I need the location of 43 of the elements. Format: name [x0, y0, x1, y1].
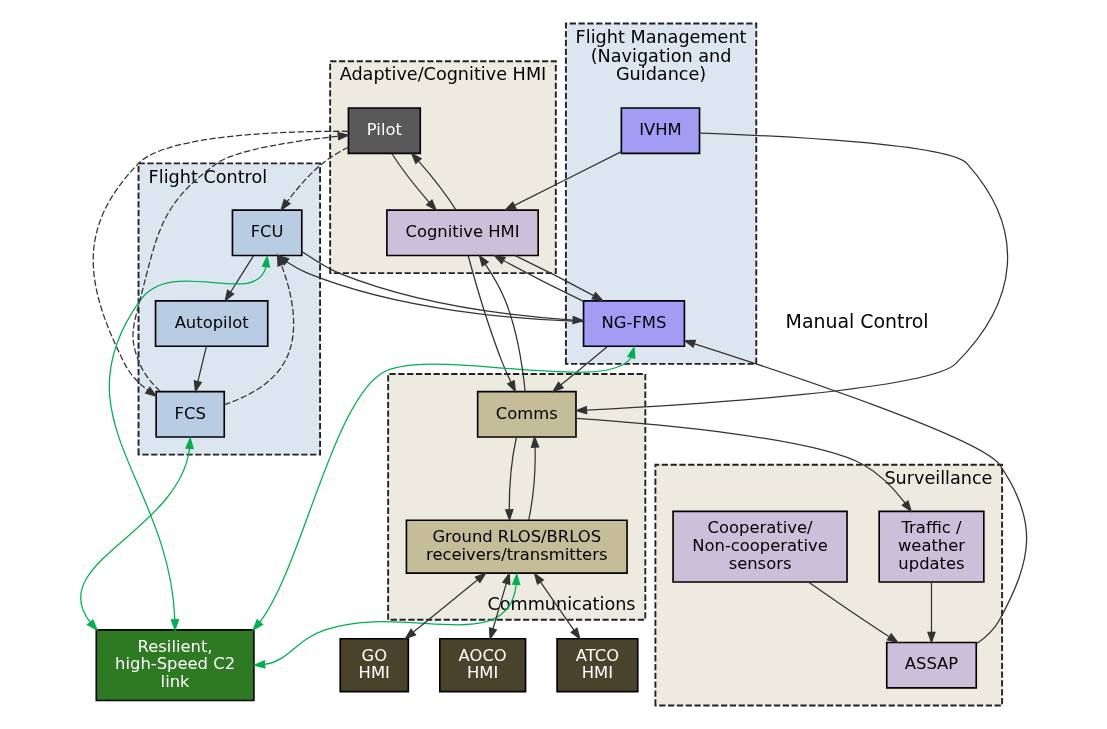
arrow	[108, 254, 271, 632]
arrow	[575, 417, 913, 513]
label: Manual Control	[785, 309, 929, 332]
arrow	[528, 435, 540, 521]
arrow	[682, 339, 1028, 645]
arrow	[533, 572, 581, 641]
arrow	[410, 152, 457, 211]
arrow	[551, 345, 609, 393]
node-box: GO HMI	[339, 637, 410, 693]
node-box: ATCO HMI	[556, 637, 639, 693]
arrow	[193, 345, 207, 394]
node-box: Ground RLOS/BRLOS receivers/transmitters	[405, 519, 628, 574]
arrow	[92, 130, 349, 398]
arrow	[224, 255, 255, 303]
node-box: ASSAP	[885, 641, 978, 689]
arrow	[808, 581, 900, 644]
node-box: Cooperative/ Non-cooperative sensors	[672, 510, 848, 583]
arrow	[404, 572, 487, 640]
arrow	[80, 436, 194, 632]
node-box: FCS	[155, 390, 226, 438]
node-box: IVHM	[620, 107, 701, 155]
arrow	[514, 254, 605, 302]
node-box: Comms	[476, 390, 577, 438]
node-box: Autopilot	[154, 300, 269, 348]
node-box: FCU	[231, 209, 303, 257]
arrow	[280, 146, 349, 212]
node-box: NG-FMS	[582, 300, 686, 348]
arrow	[504, 436, 518, 522]
arrow	[252, 572, 521, 669]
arrow	[252, 345, 636, 632]
node-box: AOCO HMI	[439, 637, 527, 693]
arrow	[488, 571, 511, 641]
node-box: Cognitive HMI	[386, 209, 539, 257]
arrow	[492, 254, 585, 302]
arrow	[503, 150, 622, 211]
node-box: Traffic / weather updates	[878, 510, 985, 583]
arrow	[132, 131, 351, 392]
arrow	[391, 152, 438, 212]
node-box: Resilient, high-Speed C2 link	[95, 629, 255, 702]
arrow	[927, 581, 936, 645]
arrow	[467, 254, 517, 394]
arrow	[478, 254, 526, 392]
node-box: Pilot	[347, 107, 422, 155]
